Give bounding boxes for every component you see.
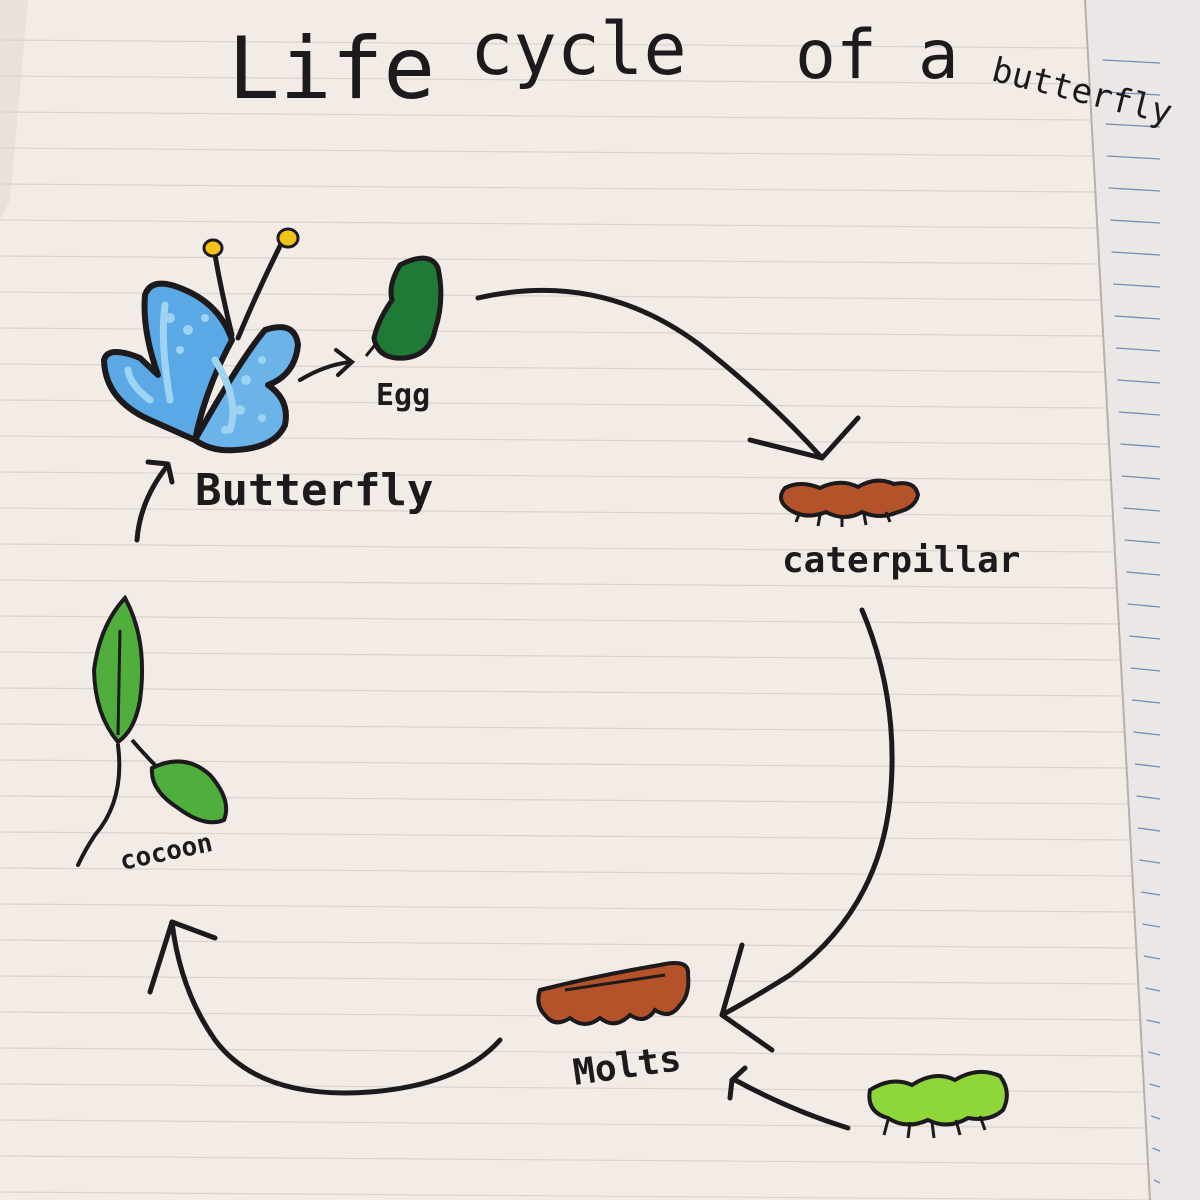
title-word-of-a: of a <box>795 16 959 95</box>
arrow-caterpillar-to-molts <box>719 607 895 1053</box>
caterpillar-icon <box>779 478 921 527</box>
egg-icon <box>364 255 444 361</box>
label-caterpillar: caterpillar <box>782 540 1020 581</box>
arrow-butterfly-to-egg <box>298 348 356 382</box>
binding-page-lines <box>1102 59 1161 1184</box>
arrow-cocoon-to-butterfly <box>134 459 175 543</box>
title-word-life: Life <box>228 19 435 119</box>
title-word-cycle: cycle <box>470 7 687 91</box>
molting-skin-icon <box>536 961 691 1026</box>
leaf-cocoon-icon <box>76 594 229 867</box>
butterfly-icon <box>101 227 301 454</box>
arrow-green-caterpillar-to-molts <box>727 1065 851 1131</box>
arrow-egg-to-caterpillar <box>475 287 861 461</box>
label-butterfly: Butterfly <box>195 465 433 516</box>
arrow-molts-to-cocoon <box>147 919 503 1096</box>
label-egg: Egg <box>376 378 430 413</box>
green-caterpillar-icon <box>867 1069 1009 1139</box>
